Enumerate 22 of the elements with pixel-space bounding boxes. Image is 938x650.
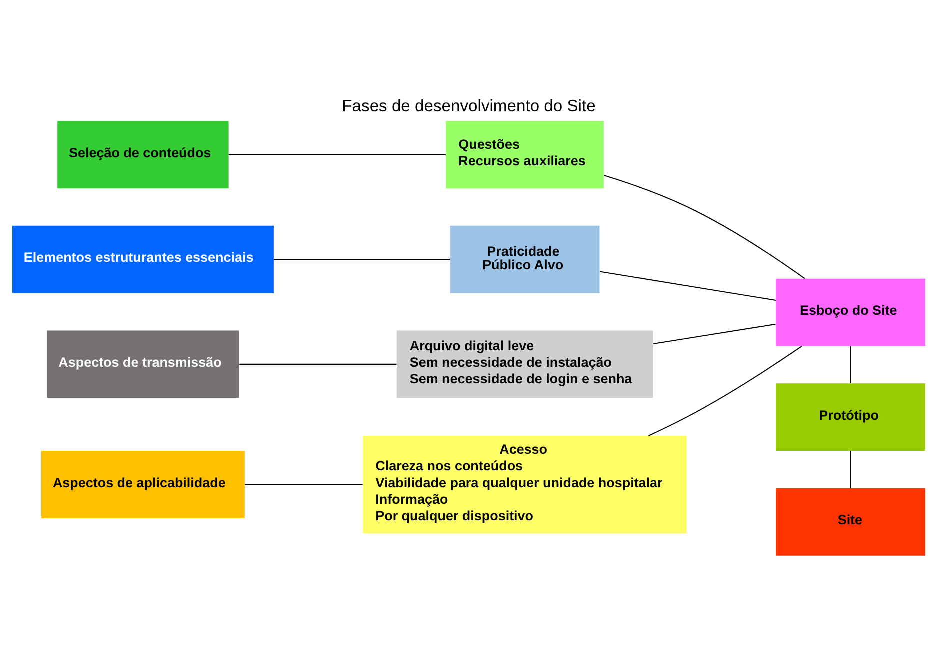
node-box: Seleção de conteúdos [58,121,229,189]
connector [229,154,446,156]
connector [653,324,776,344]
connector [245,484,363,486]
connector [850,346,852,384]
connector [274,259,450,260]
node-box: Aspectos de transmissão [47,330,240,398]
node-box: Acesso Clareza nos conteúdos Viabilidade para qualquer unidade hospitalar Informação Por qualquer dispositivo [363,436,687,534]
node-box: Elementos estruturantes essenciais [12,226,274,294]
connector [600,271,776,301]
connector [850,451,852,488]
node-box: Esboço do Site [776,278,926,346]
node-box: Aspectos de aplicabilidade [42,451,245,518]
node-box: Questões Recursos auxiliares [446,121,604,189]
connector [240,364,397,365]
diagram-title: Fases de desenvolvimento do Site [342,96,596,116]
node-box: Praticidade Público Alvo [450,226,600,294]
connector [604,175,806,280]
node-box: Protótipo [776,384,926,452]
connector [648,346,802,436]
node-box: Arquivo digital leve Sem necessidade de instalação Sem necessidade de login e senha [396,330,654,398]
node-box: Site [776,488,926,556]
